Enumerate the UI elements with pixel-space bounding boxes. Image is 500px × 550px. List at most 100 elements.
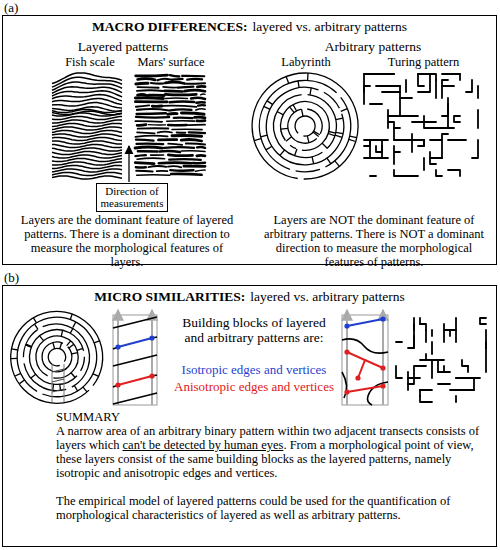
pattern-stroke xyxy=(322,143,327,148)
pattern-stroke xyxy=(40,336,44,341)
pattern-label: Labyrinth xyxy=(256,55,356,69)
pattern-stroke xyxy=(420,324,426,330)
pattern-label: Turing pattern xyxy=(371,55,476,69)
pattern-stroke xyxy=(136,166,146,169)
pattern-stroke xyxy=(430,139,442,141)
panel-box: (b)MICRO SIMILARITIES:layered vs. arbitr… xyxy=(2,285,497,547)
pattern-stroke xyxy=(197,119,205,122)
pattern-stroke xyxy=(137,123,146,126)
pattern-stroke xyxy=(295,116,315,136)
pattern-label: Fish scale xyxy=(40,55,140,69)
pattern-stroke xyxy=(135,96,163,100)
summary-text: A narrow area of an arbitrary binary pat… xyxy=(56,424,493,480)
pattern-stroke xyxy=(307,109,322,134)
pattern-stroke xyxy=(159,138,177,141)
pattern-stroke xyxy=(52,141,122,144)
pattern-stroke xyxy=(201,93,205,95)
pattern-stroke xyxy=(137,112,166,115)
pattern-stroke xyxy=(167,120,195,122)
pattern-stroke xyxy=(477,86,479,98)
pattern-stroke xyxy=(336,132,343,133)
pattern-stroke xyxy=(137,132,155,133)
pattern-stroke xyxy=(420,396,432,402)
pattern-stroke xyxy=(196,101,204,104)
pattern-stroke xyxy=(135,163,154,164)
pattern-stroke xyxy=(137,143,164,146)
pattern-stroke xyxy=(298,81,299,88)
pattern-stroke xyxy=(193,161,205,164)
pattern-stroke xyxy=(455,396,457,402)
pattern-stroke xyxy=(281,128,288,130)
pattern-stroke xyxy=(17,317,97,397)
pattern-stroke xyxy=(447,98,449,128)
pattern-stroke xyxy=(290,107,295,113)
pattern-stroke xyxy=(396,341,402,343)
pattern-stroke xyxy=(198,104,205,107)
pattern-stroke xyxy=(163,86,176,88)
pattern-stroke xyxy=(52,113,122,116)
pattern-stroke xyxy=(350,136,357,138)
pattern-stroke xyxy=(170,100,195,103)
turing-pattern xyxy=(396,318,486,402)
pattern-stroke xyxy=(158,132,172,133)
column-heading: Layered patterns xyxy=(43,39,203,54)
pattern-stroke xyxy=(400,97,412,99)
pattern-stroke xyxy=(293,105,297,111)
pattern-stroke xyxy=(73,322,76,327)
pattern-stroke xyxy=(93,374,99,377)
pattern-stroke xyxy=(67,341,71,346)
pattern-stroke xyxy=(72,353,78,354)
pattern-stroke xyxy=(148,166,166,167)
pattern-stroke xyxy=(329,132,336,134)
pattern-stroke xyxy=(312,157,314,164)
pattern-stroke xyxy=(438,366,450,372)
pattern-stroke xyxy=(137,174,170,176)
pattern-stroke xyxy=(187,78,202,81)
pattern-stroke xyxy=(52,169,122,172)
pattern-stroke xyxy=(169,158,201,161)
pattern-stroke xyxy=(313,132,319,136)
pattern-stroke xyxy=(420,390,426,396)
pattern-stroke xyxy=(74,386,77,391)
pattern-stroke xyxy=(336,118,343,120)
pattern-stroke xyxy=(267,101,273,105)
pattern-stroke xyxy=(178,86,194,89)
summary-text: The empirical model of layered patterns … xyxy=(56,494,493,522)
transect-overlay xyxy=(52,364,64,402)
panel-label: (b) xyxy=(4,271,44,286)
pattern-stroke xyxy=(135,154,145,157)
pattern-stroke xyxy=(418,74,424,86)
pattern-stroke xyxy=(42,342,72,372)
pattern-stroke xyxy=(407,372,409,390)
pattern-stroke xyxy=(370,175,376,177)
pattern-stroke xyxy=(396,366,402,378)
panel-heading: MICRO SIMILARITIES:layered vs. arbitrary… xyxy=(3,289,496,304)
pattern-stroke xyxy=(432,360,444,378)
pattern-stroke xyxy=(376,73,394,75)
pattern-stroke xyxy=(181,150,205,152)
pattern-stroke xyxy=(431,342,433,354)
isotropic-text-text: Isotropic edges and vertices xyxy=(182,362,327,377)
pattern-stroke xyxy=(52,134,122,137)
pattern-stroke xyxy=(136,82,148,86)
pattern-stroke xyxy=(473,378,475,390)
pattern-stroke xyxy=(466,80,472,92)
pattern-stroke xyxy=(157,79,170,81)
pattern-stroke xyxy=(170,108,191,111)
pattern-stroke xyxy=(181,113,204,114)
pattern-stroke xyxy=(52,144,122,147)
pattern-stroke xyxy=(165,93,196,96)
pattern-stroke xyxy=(52,158,122,161)
panel-label-text: (b) xyxy=(4,270,19,285)
pattern-stroke xyxy=(197,85,205,88)
pattern-stroke xyxy=(480,318,486,324)
pattern-stroke xyxy=(168,124,187,127)
pattern-label-text: Turing pattern xyxy=(388,55,459,69)
pattern-stroke xyxy=(137,89,163,92)
pattern-stroke xyxy=(197,146,205,149)
pattern-stroke xyxy=(77,348,83,350)
pattern-stroke xyxy=(52,172,122,175)
labyrinth-pattern xyxy=(11,311,103,403)
pattern-stroke xyxy=(138,79,155,80)
pattern-stroke xyxy=(11,311,103,403)
